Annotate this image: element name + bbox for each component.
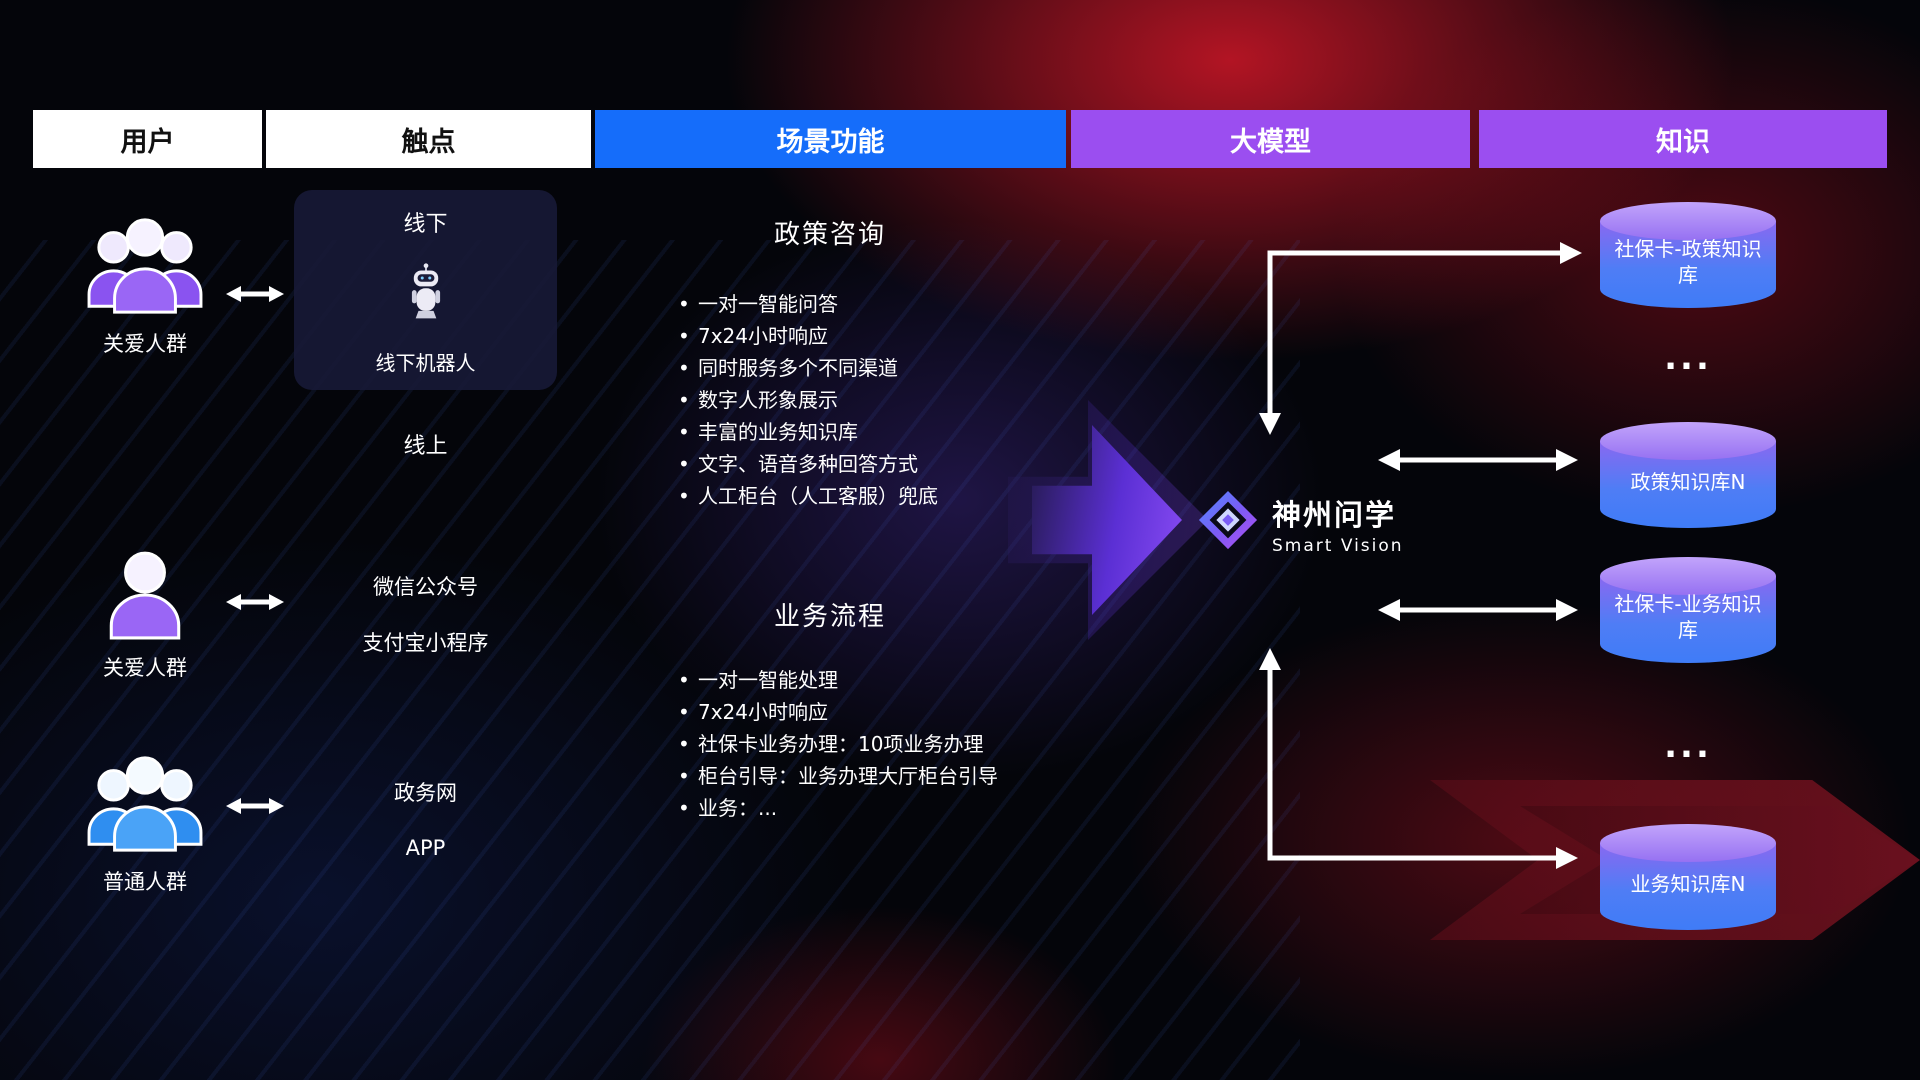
knowledge-db-label: 社保卡-业务知识库 — [1614, 592, 1762, 642]
feature-item: 同时服务多个不同渠道 — [676, 352, 938, 384]
feature-item: 人工柜台（人工客服）兜底 — [676, 480, 938, 512]
header-scenario-label: 场景功能 — [776, 126, 885, 158]
channel-app: APP — [405, 836, 446, 860]
robot-icon — [411, 262, 440, 318]
ellipsis: ... — [1664, 338, 1712, 378]
knowledge-db-label: 政策知识库N — [1630, 470, 1746, 494]
knowledge-db-policy-n: 政策知识库N — [1600, 422, 1776, 528]
background-streaks — [0, 240, 1300, 1080]
feature-item: 丰富的业务知识库 — [676, 416, 938, 448]
header-scenario: 场景功能 — [595, 110, 1066, 168]
double-arrow-icon — [226, 798, 284, 814]
user-label: 关爱人群 — [103, 332, 187, 356]
user-group-general: 普通人群 — [60, 748, 230, 896]
offline-robot-label: 线下机器人 — [375, 351, 476, 375]
offline-title: 线下 — [403, 212, 448, 237]
brand-subtitle: Smart Vision — [1272, 536, 1404, 556]
feature-item: 柜台引导：业务办理大厅柜台引导 — [676, 760, 998, 792]
header-model: 大模型 — [1071, 110, 1470, 168]
scenario-business-title: 业务流程 — [773, 602, 886, 632]
feature-item: 数字人形象展示 — [676, 384, 938, 416]
cylinder-top — [1600, 557, 1776, 595]
channel-alipay: 支付宝小程序 — [362, 631, 489, 655]
cylinder-top — [1600, 824, 1776, 862]
header-knowledge: 知识 — [1479, 110, 1887, 168]
feature-item: 7x24小时响应 — [676, 320, 938, 352]
feature-item: 7x24小时响应 — [676, 696, 998, 728]
knowledge-db-business-n: 业务知识库N — [1600, 824, 1776, 930]
header-touchpoints-label: 触点 — [401, 126, 456, 158]
header-users-label: 用户 — [120, 126, 175, 158]
knowledge-db-social-policy: 社保卡-政策知识库 — [1600, 202, 1776, 308]
header-knowledge-label: 知识 — [1656, 126, 1710, 158]
header-touchpoints: 触点 — [266, 110, 591, 168]
feature-item: 业务：... — [676, 792, 998, 824]
user-label: 关爱人群 — [103, 656, 187, 680]
scenario-policy-title: 政策咨询 — [773, 220, 886, 250]
ellipsis: ... — [1664, 726, 1712, 766]
feature-item: 社保卡业务办理：10项业务办理 — [676, 728, 998, 760]
double-arrow-icon — [226, 286, 284, 302]
cylinder-top — [1600, 422, 1776, 460]
person-icon — [109, 551, 181, 640]
brand-block: 神州问学 Smart Vision — [1272, 492, 1404, 556]
cylinder-top — [1600, 202, 1776, 240]
offline-touchpoint-card: 线下 线下机器人 — [294, 190, 557, 390]
brand-diamond-icon — [1198, 490, 1258, 550]
people-group-icon — [87, 756, 203, 852]
channel-wechat: 微信公众号 — [373, 575, 478, 599]
knowledge-db-social-business: 社保卡-业务知识库 — [1600, 557, 1776, 663]
user-group-care-2: 关爱人群 — [60, 548, 230, 682]
user-label: 普通人群 — [103, 870, 187, 894]
feature-item: 文字、语音多种回答方式 — [676, 448, 938, 480]
user-group-care-1: 关爱人群 — [60, 210, 230, 358]
channel-gov-web: 政务网 — [394, 781, 457, 805]
double-arrow-icon — [226, 594, 284, 610]
feature-item: 一对一智能问答 — [676, 288, 938, 320]
feature-item: 一对一智能处理 — [676, 664, 998, 696]
header-model-label: 大模型 — [1230, 126, 1311, 158]
people-group-icon — [87, 218, 203, 314]
brand-name: 神州问学 — [1272, 498, 1397, 532]
knowledge-db-label: 业务知识库N — [1630, 872, 1746, 896]
scenario-business-list: 一对一智能处理 7x24小时响应 社保卡业务办理：10项业务办理 柜台引导：业务… — [676, 664, 998, 824]
online-title: 线上 — [403, 434, 448, 459]
header-users: 用户 — [33, 110, 262, 168]
knowledge-db-label: 社保卡-政策知识库 — [1614, 237, 1762, 287]
scenario-policy-list: 一对一智能问答 7x24小时响应 同时服务多个不同渠道 数字人形象展示 丰富的业… — [676, 288, 938, 512]
